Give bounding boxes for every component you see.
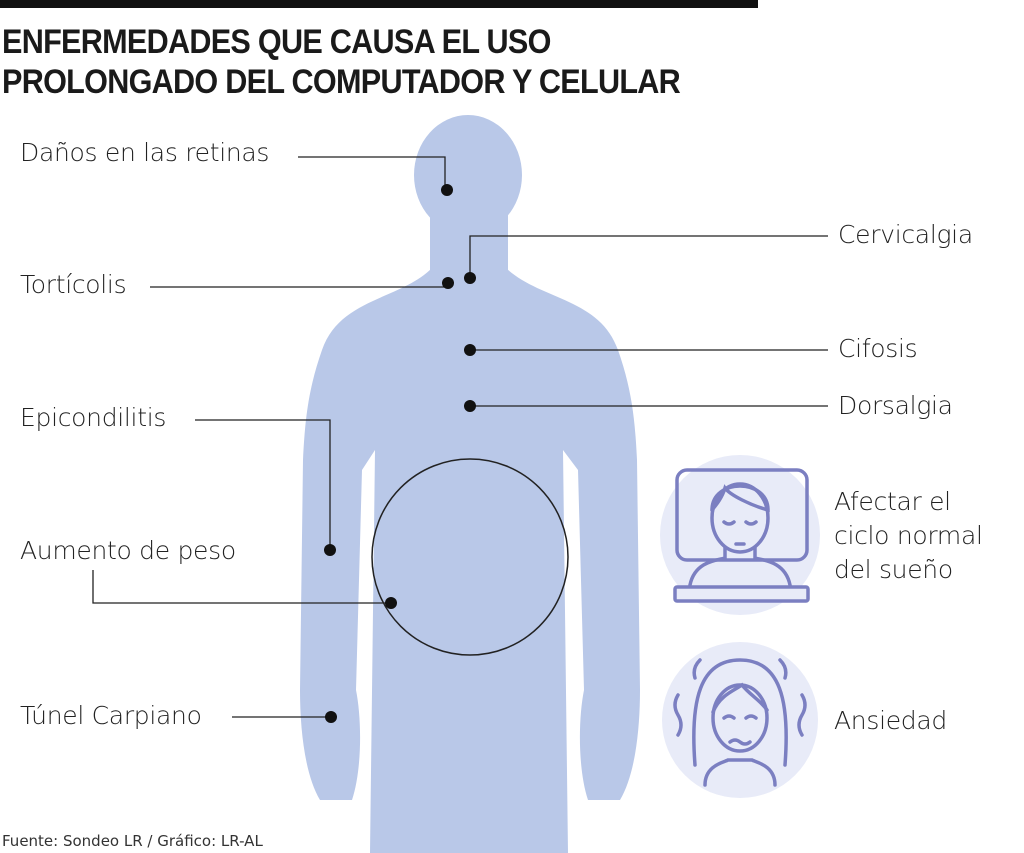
label-cervicalgia: Cervicalgia: [838, 220, 973, 249]
label-cifosis: Cifosis: [838, 334, 918, 363]
sleep-icon: [660, 455, 820, 615]
label-torticolis: Tortícolis: [20, 270, 127, 299]
title-line-2: PROLONGADO DEL COMPUTADOR Y CELULAR: [2, 63, 681, 101]
label-aumento-peso: Aumento de peso: [20, 536, 236, 565]
label-sueno-line-1: Afectar el: [834, 487, 951, 516]
anxiety-icon: [662, 642, 818, 798]
label-ansiedad: Ansiedad: [834, 706, 947, 735]
marker-dots: [324, 184, 476, 723]
leader-lines: [92, 156, 828, 718]
title-line-1: ENFERMEDADES QUE CAUSA EL USO: [2, 23, 551, 61]
label-dorsalgia: Dorsalgia: [838, 391, 953, 420]
label-epicondilitis: Epicondilitis: [20, 403, 167, 432]
source-credit: Fuente: Sondeo LR / Gráfico: LR-AL: [2, 832, 263, 850]
label-retinas: Daños en las retinas: [20, 138, 270, 167]
top-rule: [0, 0, 758, 8]
label-sueno: Afectar el ciclo normal del sueño: [834, 485, 983, 587]
page-title: ENFERMEDADES QUE CAUSA EL USO PROLONGADO…: [2, 22, 681, 102]
label-sueno-line-3: del sueño: [834, 555, 953, 584]
label-tunel-carpiano: Túnel Carpiano: [20, 701, 202, 730]
body-silhouette: [300, 115, 640, 853]
label-sueno-line-2: ciclo normal: [834, 521, 983, 550]
